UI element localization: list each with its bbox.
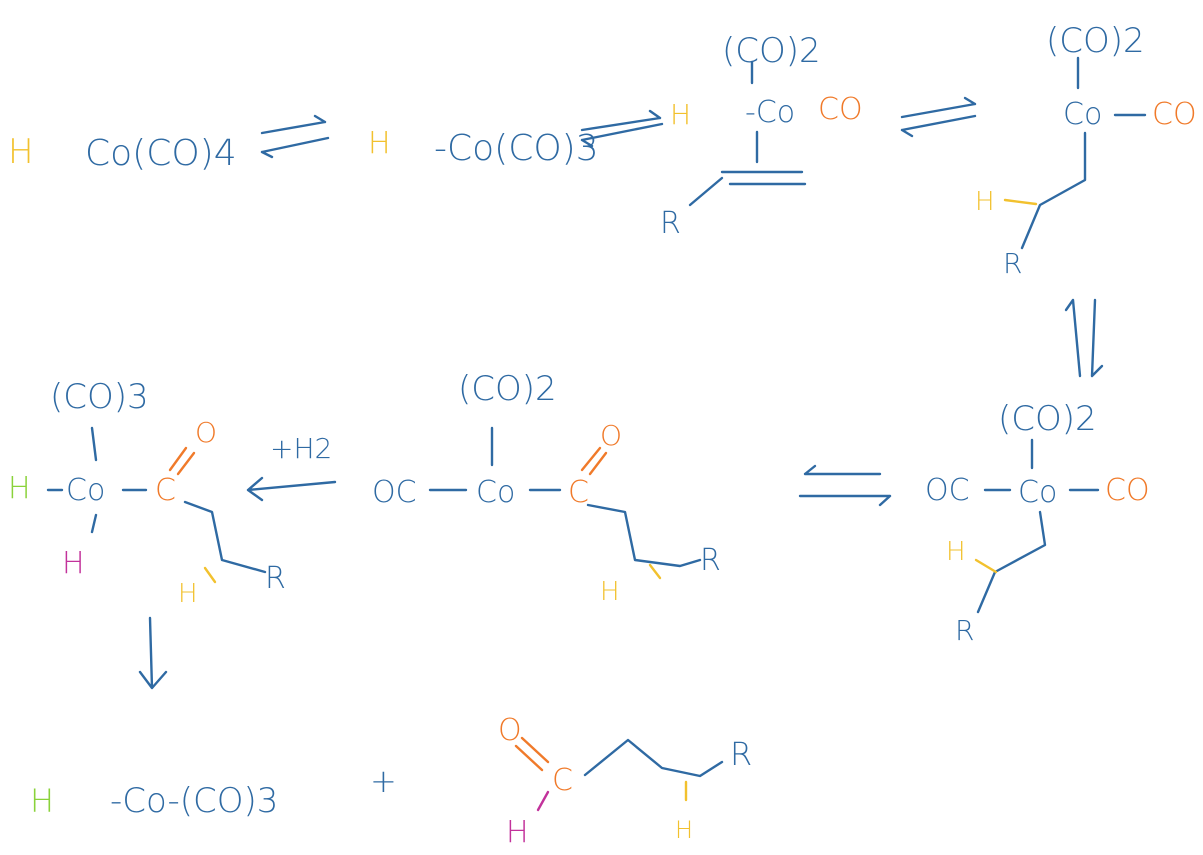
step6-acyl-complex: (CO)2 OC Co C O H R xyxy=(372,369,721,607)
step5-hydrogen: H xyxy=(946,537,966,567)
aldehyde-r-group: R xyxy=(730,735,752,773)
step4-alkyl-complex: (CO)2 Co CO H R xyxy=(975,21,1197,280)
step6-cobalt: Co xyxy=(476,475,515,510)
step7-acyl-carbon: C xyxy=(155,473,176,508)
step3-r-group: R xyxy=(660,206,681,241)
step6-hydrogen: H xyxy=(600,577,620,607)
equilibrium-arrow-3 xyxy=(900,96,977,138)
step5-oc-ligand: OC xyxy=(925,473,970,508)
equilibrium-arrow-4 xyxy=(1064,298,1104,378)
step5-r-group: R xyxy=(955,614,974,647)
step7-dihydride-acyl: (CO)3 H Co C O H H R xyxy=(8,377,286,609)
step2-hco-co3: H -Co(CO)3 xyxy=(368,126,599,169)
step5-co2-ligand: (CO)2 xyxy=(998,399,1097,439)
equilibrium-arrow-2 xyxy=(580,109,664,148)
step3-co2-ligand: (CO)2 xyxy=(722,31,821,71)
step5-co-ligand: CO xyxy=(1105,473,1150,508)
elimination-arrow xyxy=(138,616,168,690)
step3-cobalt: -Co xyxy=(745,95,795,130)
step3-hydrogen: H xyxy=(670,98,691,131)
product-hydride: H xyxy=(30,782,54,820)
step1-hco-co4: H Co(CO)4 xyxy=(8,132,237,174)
step7-acyl-oxygen: O xyxy=(195,416,217,449)
step6-acyl-carbon: C xyxy=(568,475,589,510)
product-catalyst: -Co-(CO)3 xyxy=(110,781,278,821)
step7-r-group: R xyxy=(265,561,286,596)
step4-cobalt: Co xyxy=(1063,97,1102,132)
aldehyde-hydrogen: H xyxy=(506,815,529,850)
equilibrium-arrow-5 xyxy=(798,464,892,507)
aldehyde-h-yellow: H xyxy=(675,816,693,844)
aldehyde-oxygen: O xyxy=(498,713,522,748)
step2-formula: -Co(CO)3 xyxy=(434,128,599,169)
step1-hydrogen: H xyxy=(8,132,34,172)
step5-co-alkyl-complex: (CO)2 OC Co CO H R xyxy=(925,399,1150,647)
step7-hydrogen-yellow: H xyxy=(178,579,198,609)
step5-cobalt: Co xyxy=(1018,475,1057,510)
step3-co-ligand: CO xyxy=(818,92,863,127)
step6-co2-ligand: (CO)2 xyxy=(458,369,557,409)
step1-formula: Co(CO)4 xyxy=(85,133,237,174)
aldehyde-carbon: C xyxy=(552,763,573,798)
h2-reagent-label: +H2 xyxy=(270,432,332,465)
plus-sign: + xyxy=(370,762,397,800)
step4-r-group: R xyxy=(1003,247,1022,280)
step3-alkene-complex: (CO)2 H -Co CO R xyxy=(660,31,863,241)
step6-oc-ligand: OC xyxy=(372,475,417,510)
products: H -Co-(CO)3 + O C H H R xyxy=(30,713,752,850)
h2-addition-arrow: +H2 xyxy=(246,432,337,502)
step4-co2-ligand: (CO)2 xyxy=(1046,21,1145,61)
step2-hydrogen: H xyxy=(368,126,391,161)
step4-hydrogen: H xyxy=(975,187,995,217)
step7-co3-ligand: (CO)3 xyxy=(50,377,149,417)
aldehyde-product: O C H H R xyxy=(498,713,752,850)
step6-acyl-oxygen: O xyxy=(600,419,622,452)
step4-co-ligand: CO xyxy=(1152,97,1197,132)
step7-cobalt: Co xyxy=(66,473,105,508)
equilibrium-arrow-1 xyxy=(260,114,330,159)
step7-hydride-green: H xyxy=(8,471,31,506)
step7-hydride-magenta: H xyxy=(62,546,85,581)
step6-r-group: R xyxy=(700,543,721,578)
